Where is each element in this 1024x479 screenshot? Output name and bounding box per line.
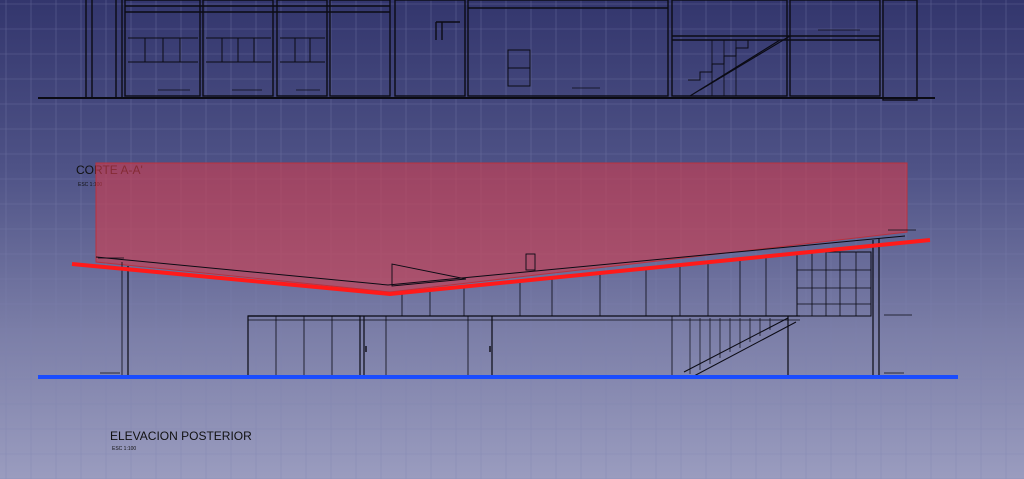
roof-selection-area[interactable] bbox=[95, 162, 908, 293]
section-scale: ESC 1:100 bbox=[78, 182, 102, 188]
section-drawing bbox=[38, 0, 935, 101]
elevation-scale: ESC 1:100 bbox=[112, 446, 136, 452]
elevation-title: ELEVACION POSTERIOR bbox=[110, 429, 252, 443]
elevation-drawing bbox=[95, 229, 916, 377]
roof-highlight-line[interactable] bbox=[71, 238, 931, 297]
